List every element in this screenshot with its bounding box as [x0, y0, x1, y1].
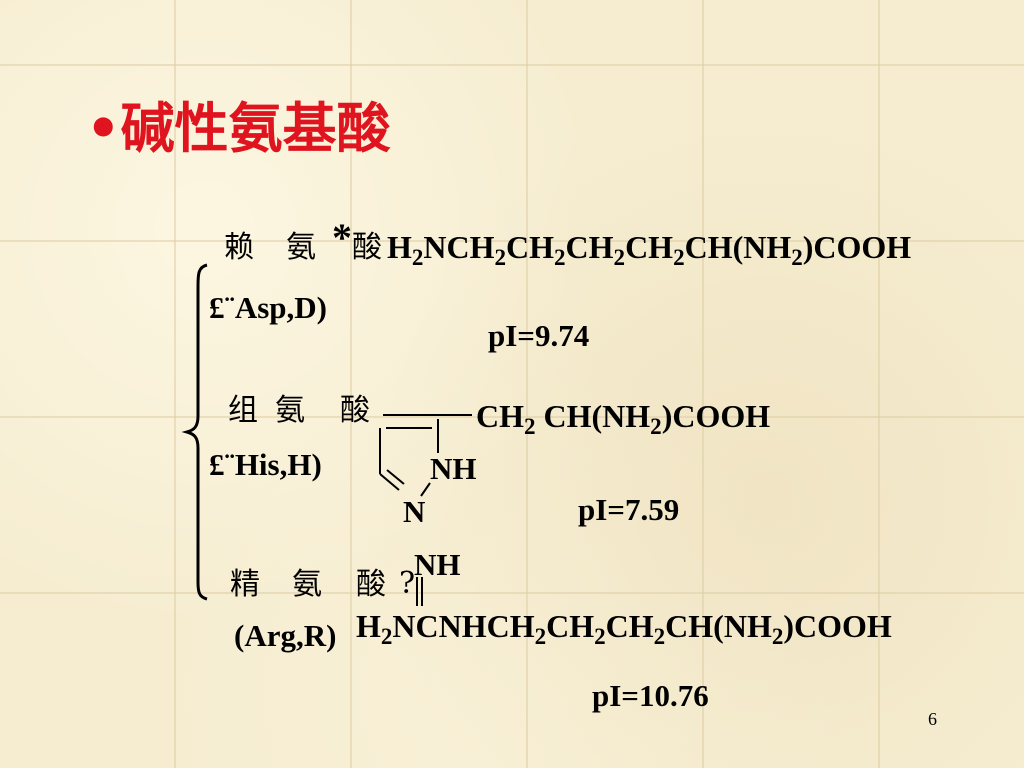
lysine-asterisk-marker: *: [332, 215, 352, 260]
histidine-name-char-2: 氨: [275, 393, 305, 428]
lysine-name-char-2: 氨: [286, 230, 316, 265]
slide-title: •碱性氨基酸: [86, 97, 391, 160]
grouping-brace: [181, 263, 208, 601]
arginine-name-char-2: 氨: [292, 567, 322, 602]
histidine-name-char-1: 组: [228, 393, 258, 428]
arginine-pi-value: pI=10.76: [592, 678, 709, 713]
imidazole-nh-label: NH: [430, 451, 477, 486]
arginine-name-char-3: 酸: [356, 567, 386, 602]
lysine-name-char-3: 酸: [352, 230, 382, 265]
lysine-name-char-1: 赖: [224, 230, 254, 265]
arginine-marker: ?: [399, 566, 416, 601]
ring-lower-left-bond: [379, 473, 400, 491]
lysine-abbreviation: £¨Asp,D): [209, 290, 327, 325]
lysine-pi-value: pI=9.74: [488, 318, 590, 353]
page-number: 6: [928, 709, 937, 729]
histidine-abbreviation: £¨His,H): [209, 447, 322, 482]
arginine-abbreviation: (Arg,R): [234, 618, 337, 653]
histidine-formula: CH2 CH(NH2)COOH: [476, 398, 771, 439]
histidine-pi-value: pI=7.59: [578, 492, 680, 527]
histidine-name-char-3: 酸: [340, 393, 370, 428]
lysine-formula: H2NCH2CH2CH2CH2CH(NH2)COOH: [387, 229, 912, 270]
arginine-imine-nh-label: NH: [414, 547, 461, 582]
arginine-formula: H2NCNHCH2CH2CH2CH(NH2)COOH: [356, 608, 892, 649]
arginine-name-char-1: 精: [230, 567, 260, 602]
ring-lower-left-double-bond: [386, 469, 405, 485]
imidazole-n-label: N: [403, 494, 426, 529]
